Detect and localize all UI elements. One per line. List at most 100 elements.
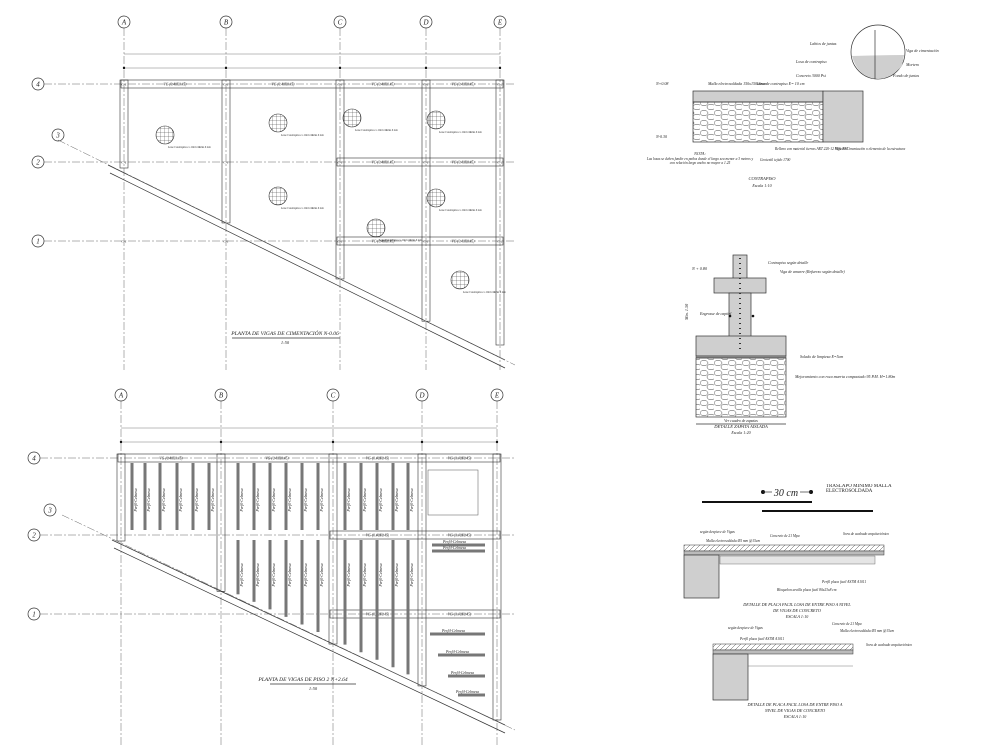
- joist-label: Perfil-Celmesa: [272, 563, 276, 587]
- joist-label: Perfil-Celmesa: [320, 563, 324, 587]
- beam-label: VG-(0.40X0.45): [366, 534, 390, 538]
- dimension-tick: [495, 440, 499, 444]
- axis-label: 1: [32, 611, 36, 619]
- beam: [336, 236, 504, 246]
- column-label: C-1: [423, 240, 429, 244]
- joist-label: Perfil-Celmesa: [256, 563, 260, 587]
- joist-label: Perfil-Celmesa: [442, 540, 466, 544]
- placa2-title-2: NIVEL DE VIGAS DE CONCRETO: [764, 708, 825, 713]
- joist-label: Perfil-Celmesa: [304, 488, 308, 512]
- joist-label: Perfil-Celmesa: [445, 650, 469, 654]
- contrapiso-note: Las losas se deben fundir en paños donde…: [646, 157, 754, 165]
- joist-label: Perfil-Celmesa: [363, 563, 367, 587]
- beam: [329, 609, 501, 619]
- joist-label: Perfil-Celmesa: [195, 488, 199, 512]
- joist-label: Perfil-Celmesa: [211, 488, 215, 512]
- slab-section-symbol: [426, 188, 446, 208]
- contrapiso-concreto-label: Concreto 3000 Psi: [796, 73, 826, 78]
- joist-label: Perfil-Celmesa: [363, 488, 367, 512]
- axis-bubble: [31, 234, 45, 248]
- placa1-acabado-label: Sora de acabado arquitectónico: [843, 532, 889, 536]
- contrapiso-labios-label: Labios de juntas: [809, 41, 837, 46]
- joist-label: Perfil-Celmesa: [240, 488, 244, 512]
- axis-label: 2: [32, 532, 36, 540]
- joist-label: Perfil-Celmesa: [347, 488, 351, 512]
- slab-note: Losa Contrapiso e=10cm Malla 6 mm: [354, 129, 398, 132]
- dimension-tick: [331, 440, 335, 444]
- beam: [116, 453, 126, 542]
- column-label: C-1: [337, 161, 343, 165]
- column-label: C-1: [121, 161, 127, 165]
- axis-label: B: [224, 19, 229, 27]
- column-label: C-1: [223, 83, 229, 87]
- column-label: C-1: [497, 161, 503, 165]
- placa2-vigas-label: según despiece de Vigas: [728, 626, 763, 630]
- contrapiso-viga-label: Viga de Cimentación o elemento de la est…: [835, 147, 905, 151]
- level-bottom: N-0.30: [655, 134, 667, 139]
- foundation-plan-title: PLANTA DE VIGAS DE CIMENTACIÓN N-0.06: [230, 329, 339, 337]
- zapata-mejoramiento-label: Mejoramiento con roca muerta compactado …: [795, 374, 896, 379]
- column-label: C-1: [223, 240, 229, 244]
- joist-label: Perfil-Celmesa: [288, 563, 292, 587]
- axis-label: E: [497, 19, 503, 27]
- slab-note: Losa Contrapiso e=10cm Malla 6 mm: [462, 291, 506, 294]
- axis-label: A: [118, 392, 124, 400]
- axis-bubble: [419, 15, 433, 29]
- dimension-tick: [338, 66, 342, 70]
- joist-label: Perfil-Celmesa: [288, 488, 292, 512]
- axis-label: 2: [36, 159, 40, 167]
- slab-note: Losa Contrapiso e=10cm Malla 6 mm: [280, 134, 324, 137]
- axis-label: D: [422, 19, 428, 27]
- traslapo-dimension: 30 cm: [773, 488, 798, 499]
- axis-bubble: [51, 128, 65, 142]
- traslapo-title: TRASLAPO MINIMO MALLA ELECTROSOLDADA: [826, 484, 892, 494]
- placa1-vigas-label: según despiece de Vigas: [700, 530, 735, 534]
- beam-label: VC-(0.40X0.45): [164, 83, 188, 87]
- placa2-scale: ESCALA 1:10: [783, 714, 806, 719]
- dimension-tick: [424, 66, 428, 70]
- dimension-tick: [420, 440, 424, 444]
- axis-label: D: [418, 392, 424, 400]
- zapata-cuadro-label: Ver cuadro de zapatas: [724, 419, 758, 423]
- axis-bubble: [27, 451, 41, 465]
- placa-facil-detail-2: según despiece de Vigas Concreto de 21 M…: [712, 622, 912, 719]
- contrapiso-mortero-label: Mortero: [905, 62, 919, 67]
- diagonal-beam-edge: [113, 547, 506, 734]
- grid-axis-line: [61, 514, 516, 731]
- beam-label: VC-(0.40X0.45): [272, 83, 296, 87]
- dimension-tick: [224, 66, 228, 70]
- joist-label: Perfil-Celmesa: [450, 671, 474, 675]
- placa1-scale: ESCALA 1:10: [785, 614, 808, 619]
- zapata-scale: Escala 1:20: [730, 430, 750, 435]
- zapata-level: N + 0.80: [691, 266, 708, 271]
- column-label: C-1: [497, 240, 503, 244]
- joist-label: Perfil-Celmesa: [455, 690, 479, 694]
- beam-label: VC-(0.40X0.45): [372, 83, 396, 87]
- axis-bubble: [27, 607, 41, 621]
- joist-label: Perfil-Celmesa: [162, 488, 166, 512]
- axis-bubble: [219, 15, 233, 29]
- slab-section-symbol: [426, 110, 446, 130]
- column-label: C-1: [497, 83, 503, 87]
- zapata-title: DETALLE ZAPATA AISLADA: [713, 424, 768, 429]
- axis-label: E: [494, 392, 500, 400]
- axis-bubble: [333, 15, 347, 29]
- joist-label: Perfil-Celmesa: [395, 563, 399, 587]
- axis-label: A: [121, 19, 127, 27]
- joist-label: Perfil-Celmesa: [379, 488, 383, 512]
- joist-label: Perfil-Celmesa: [395, 488, 399, 512]
- placa2-title-1: DETALLE DE PLACA FACIL LOSA DE ENTRE PIS…: [747, 702, 843, 707]
- dimension-tick: [219, 440, 223, 444]
- beam-label: VG-(0.40X0.45): [448, 534, 472, 538]
- beam-label: VG-(0.40X0.45): [366, 457, 390, 461]
- beam-label: VC-(0.40X0.45): [452, 240, 476, 244]
- joist-label: Perfil-Celmesa: [441, 629, 465, 633]
- column-label: C-1: [121, 83, 127, 87]
- column-label: C-1: [337, 83, 343, 87]
- slab-section-symbol: [155, 125, 175, 145]
- axis-bubble: [27, 528, 41, 542]
- column-label: C-1: [337, 240, 343, 244]
- axis-bubble: [490, 388, 504, 402]
- column-label: C-1: [423, 83, 429, 87]
